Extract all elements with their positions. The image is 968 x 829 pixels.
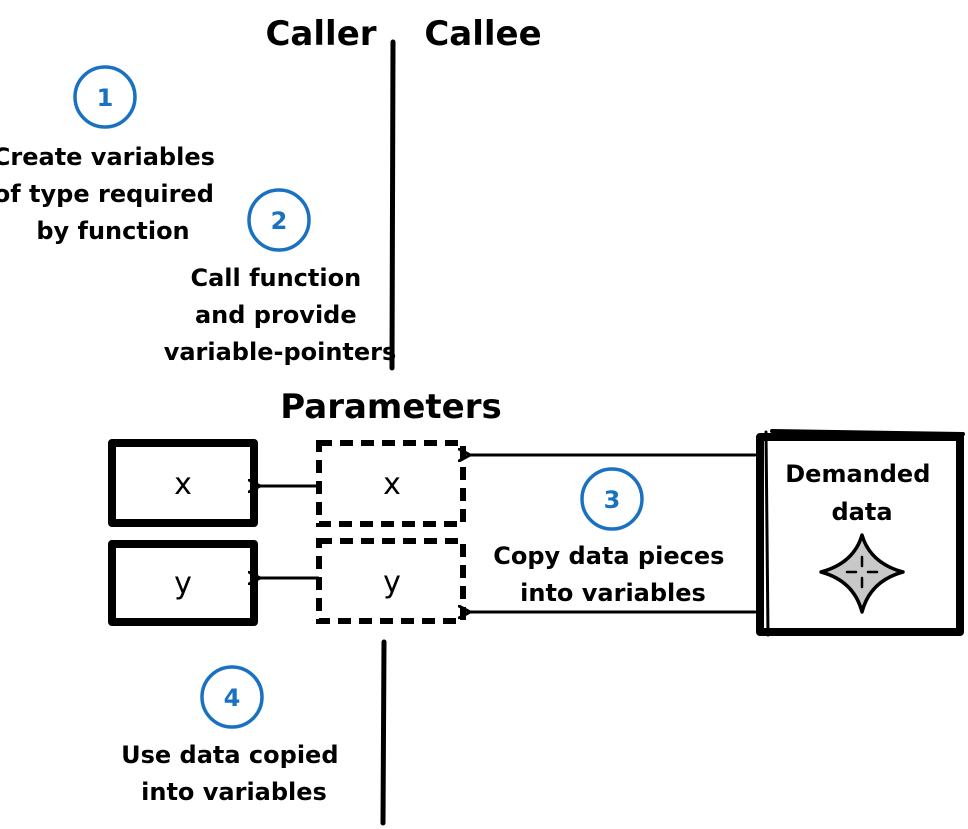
- step-4-circle: [200, 665, 264, 729]
- variable-y-label: y: [174, 566, 192, 601]
- step-2-circle: [247, 188, 311, 252]
- step-2-number: 2: [271, 207, 288, 235]
- step-1-line-3: by function: [36, 217, 189, 245]
- demanded-line-1: Demanded: [785, 460, 930, 488]
- step-4-line-2: into variables: [141, 778, 327, 806]
- step-1-line-1: Create variables: [0, 143, 215, 171]
- parameter-x-label: x: [383, 467, 401, 502]
- demanded-data-box-sketch-left: [764, 430, 770, 637]
- parameter-box-x: [316, 440, 466, 527]
- demanded-data-box-sketch-top: [770, 429, 965, 436]
- step-1-number: 1: [97, 84, 114, 112]
- step-2-line-2: and provide: [195, 301, 357, 329]
- callee-heading: Callee: [424, 14, 541, 54]
- demanded-line-2: data: [831, 498, 892, 526]
- sparkle-crosshair-icon: [819, 533, 905, 614]
- caller-heading: Caller: [265, 14, 376, 54]
- variable-x-label: x: [174, 467, 192, 502]
- step-2-text: Call function and provide variable-point…: [164, 264, 397, 366]
- step-3-circle: [580, 467, 644, 531]
- step-3-number: 3: [604, 486, 621, 514]
- step-4-number: 4: [224, 684, 241, 712]
- step-2-line-1: Call function: [190, 264, 361, 292]
- divider-top: [389, 39, 396, 371]
- parameter-box-y: [316, 538, 466, 624]
- step-1-circle: [73, 65, 137, 129]
- step-1-text: Create variables of type required by fun…: [0, 143, 223, 245]
- demanded-data-text: Demanded data: [785, 460, 938, 526]
- step-4-text: Use data copied into variables: [121, 741, 347, 806]
- step-3-text: Copy data pieces into variables: [493, 542, 733, 607]
- variable-box-y: [108, 540, 258, 626]
- step-2-line-3: variable-pointers: [164, 338, 397, 366]
- step-3-line-1: Copy data pieces: [493, 542, 724, 570]
- divider-bottom: [380, 639, 387, 826]
- step-3-line-2: into variables: [520, 579, 706, 607]
- parameters-heading: Parameters: [280, 387, 501, 427]
- step-1-line-2: of type required: [0, 180, 214, 208]
- parameter-y-label: y: [383, 565, 401, 600]
- step-4-line-1: Use data copied: [121, 741, 338, 769]
